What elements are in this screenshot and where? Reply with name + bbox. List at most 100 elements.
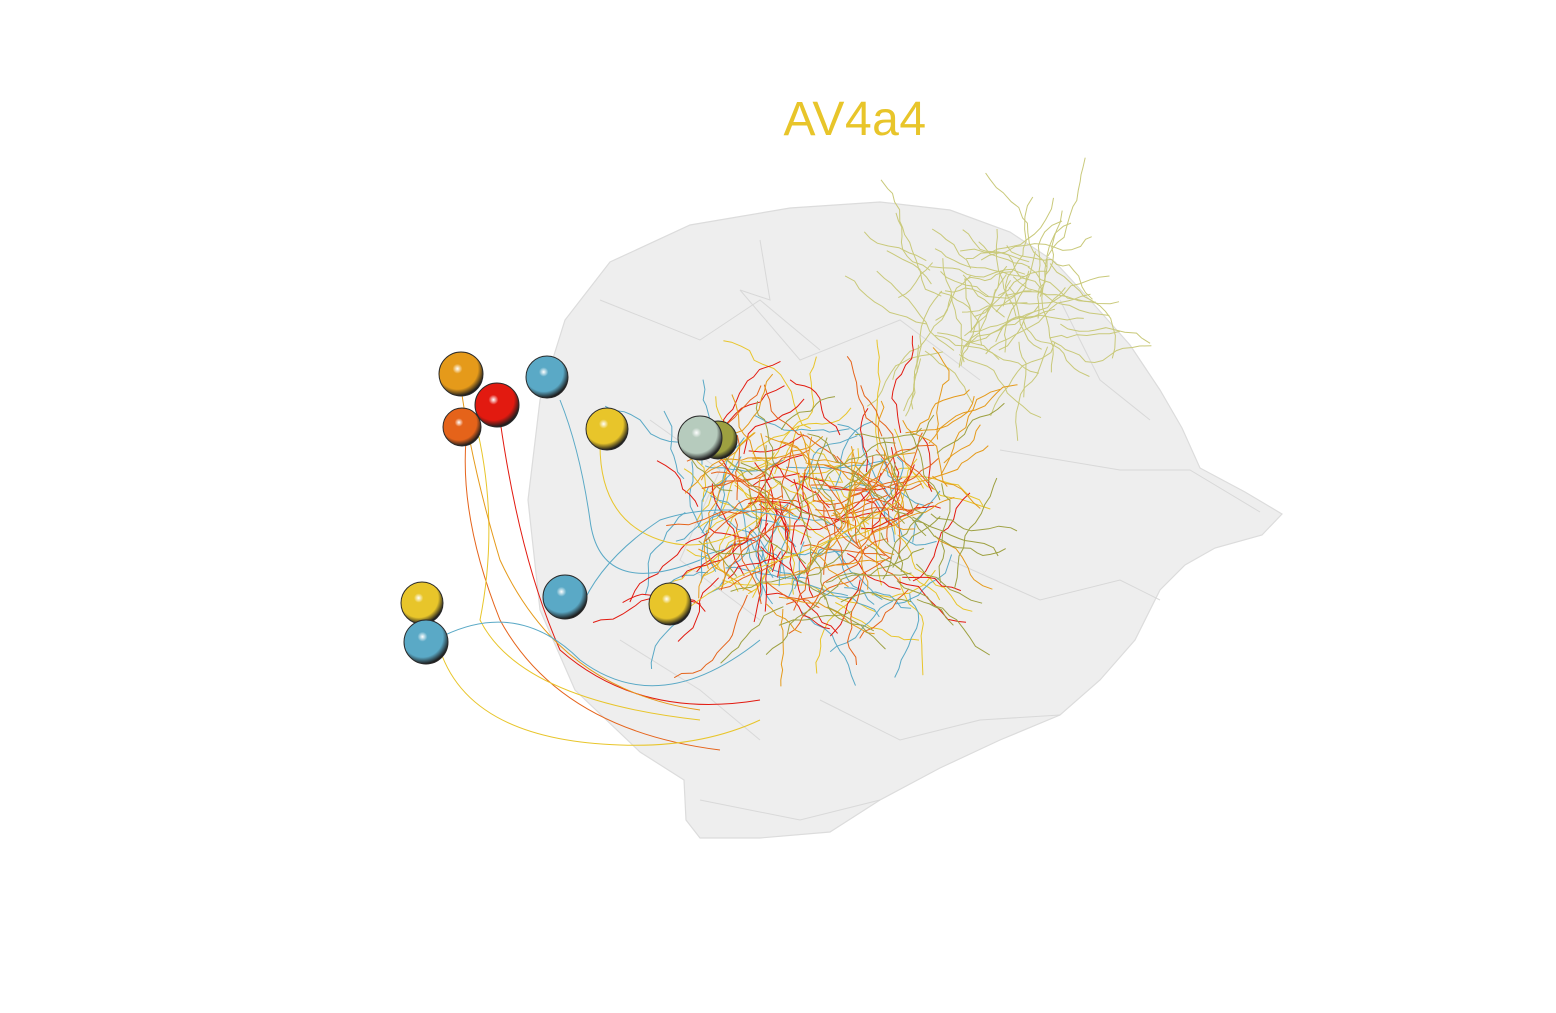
neurite-branch <box>778 610 853 626</box>
neurite-branch <box>731 373 774 435</box>
neurite-branch <box>891 335 914 433</box>
neurite-branch <box>875 339 881 451</box>
soma-sphere-icon <box>585 407 629 451</box>
neurite-branch <box>1008 286 1042 350</box>
neurite-branch <box>708 527 755 542</box>
neurite-branch <box>711 483 745 576</box>
somata-group <box>400 351 738 665</box>
neurite-axon <box>679 499 901 616</box>
neurite-branch <box>836 547 924 587</box>
neurite-branch <box>844 587 912 609</box>
neurite-branch <box>815 476 845 525</box>
neurite-branch <box>663 410 685 480</box>
neurite-branch <box>786 436 813 554</box>
neurite-branch <box>937 332 1040 374</box>
neurite-branch <box>958 289 996 368</box>
neurite-branch <box>932 347 950 440</box>
neurite-branch <box>758 433 767 514</box>
neurite-branch <box>833 472 882 522</box>
volume-mesh-edge <box>1059 299 1151 421</box>
neurite-branch <box>1022 320 1090 377</box>
neurite-branch <box>738 500 774 605</box>
neurite-branch <box>710 471 794 515</box>
neurite-branch <box>765 435 808 463</box>
neurite-branch <box>803 544 886 556</box>
neurite-axon <box>474 419 701 721</box>
neurite-branch <box>886 250 942 297</box>
neurite-branch <box>763 384 840 464</box>
soma-sphere-icon <box>525 355 569 399</box>
neurite-branch <box>892 294 952 380</box>
neurite-branch <box>765 592 830 630</box>
neurite-branch <box>827 606 886 650</box>
neurite-branch <box>778 559 888 576</box>
neurite-branch <box>799 494 826 600</box>
neurite-branch <box>809 547 849 588</box>
neurite-branch <box>898 262 933 299</box>
neurite-branch <box>799 609 856 686</box>
neurite-branch <box>898 581 967 623</box>
neurite-branch <box>829 600 894 653</box>
neurite-branch <box>752 407 852 454</box>
neurite-branch <box>899 577 924 676</box>
neurite-branch <box>848 471 927 537</box>
neurite-branch <box>902 419 948 487</box>
neurite-branch <box>1060 323 1151 344</box>
neurite-branch <box>1047 157 1086 257</box>
neurite-branch <box>954 477 998 589</box>
neurite-branch <box>673 594 748 679</box>
neurite-branch <box>895 212 931 271</box>
neurite-branch <box>834 420 874 488</box>
neurite-branch <box>759 492 788 578</box>
neurite-branch <box>760 546 838 634</box>
neurite-axon <box>464 439 721 751</box>
neurite-branch <box>789 379 841 436</box>
neurite-branch <box>880 532 904 573</box>
neurite-branch <box>792 578 875 632</box>
neurite-branch <box>791 447 830 532</box>
neurite-branch <box>700 457 777 481</box>
neurite-branch <box>698 540 764 556</box>
neurite-branch <box>931 228 972 269</box>
neurite-branch <box>802 437 828 483</box>
neurite-branch <box>1027 266 1096 303</box>
neurite-branch <box>696 432 755 521</box>
neurite-branch <box>1015 346 1049 441</box>
neurite-branch <box>734 518 762 605</box>
neurite-branch <box>759 504 776 573</box>
neurite-branch <box>962 274 1005 318</box>
neurite-branch <box>1005 291 1120 305</box>
neurite-branch <box>966 197 1054 259</box>
neurite-axon <box>439 649 761 746</box>
neurite-branch <box>731 394 757 461</box>
neurite-branch <box>817 590 880 618</box>
neurite-branch <box>846 553 901 590</box>
neurite-branch <box>644 511 686 596</box>
neurite-branch <box>866 351 944 407</box>
neurite-branch <box>882 437 923 514</box>
neurite-branch <box>995 228 1017 317</box>
neurite-branch <box>964 308 1056 347</box>
neurite-branch <box>592 596 706 623</box>
neurite-branch <box>934 535 993 590</box>
neurite-branch <box>928 384 1018 444</box>
neurite-branch <box>721 360 781 431</box>
neurite-axon <box>559 399 701 574</box>
neurite-branch <box>832 512 895 555</box>
neurite-branch <box>1003 270 1030 353</box>
neurite-branch <box>978 241 1031 268</box>
neurite-axon <box>599 444 781 546</box>
neurite-branch <box>772 356 817 459</box>
neurite-branch <box>704 459 784 472</box>
neurite-branch <box>748 488 807 565</box>
neurite-branch <box>826 572 912 583</box>
soma-sphere-icon <box>403 619 449 665</box>
neurite-branch <box>896 580 990 656</box>
neurite-branch <box>851 453 856 522</box>
neurite-branch <box>859 491 894 527</box>
neurite-axon <box>579 509 801 611</box>
neurite-branch <box>930 513 1018 532</box>
neurite-branch <box>840 591 912 603</box>
neurite-branch <box>779 501 814 598</box>
neurite-branch <box>1006 245 1093 300</box>
